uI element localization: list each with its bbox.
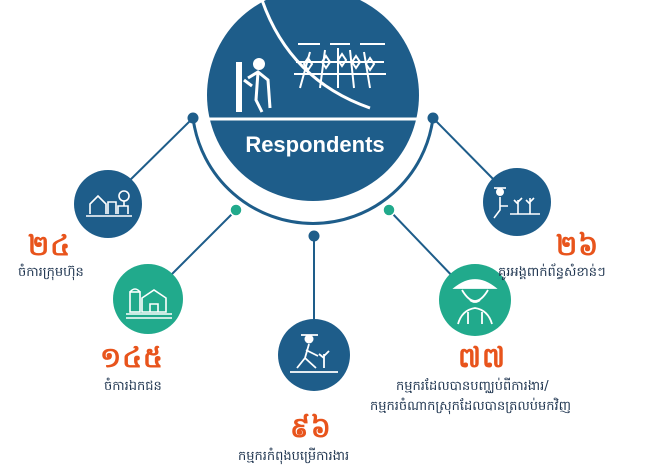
label-companies: ចំការក្រុមហ៊ុន	[18, 265, 84, 280]
greenhouse-worker-icon	[493, 187, 540, 219]
farmer-hat-icon	[452, 279, 498, 325]
label-returnees-line2: កម្មករចំណាកស្រុកដែលបានត្រលប់មកវិញ	[370, 399, 572, 414]
node-private	[113, 264, 183, 334]
connector-lines	[123, 117, 501, 322]
value-partners: ២៦	[556, 229, 600, 262]
label-private: ចំការឯកជន	[104, 379, 162, 394]
farmer-pole-icon	[236, 58, 272, 113]
value-companies: ២៤	[28, 229, 72, 262]
node-workers	[278, 319, 350, 391]
label-workers: កម្មករកំពុងបម្រើការងារ	[238, 449, 350, 464]
node-partners	[483, 168, 551, 236]
value-returnees: ៧៧	[458, 341, 506, 374]
farmer-planting-icon	[290, 334, 338, 373]
value-workers: ៩៦	[290, 411, 332, 444]
junction-dots	[187, 112, 439, 242]
crop-rows-icon	[294, 43, 386, 89]
label-returnees-line1: កម្មករដែលបានបញ្ឈប់ពីការងារ/	[396, 379, 549, 394]
hub-title: Respondents	[245, 132, 385, 157]
hub-circle	[207, 0, 419, 201]
value-private: ១៤៥	[100, 341, 164, 374]
barn-silo-icon	[126, 288, 172, 319]
label-partners: គូរអង្គពាក់ព័ន្ធសំខាន់ៗ	[498, 265, 606, 280]
node-returnees	[439, 264, 511, 336]
hub-ring-arc	[191, 117, 435, 225]
node-companies	[74, 170, 142, 238]
farm-house-icon	[86, 190, 132, 217]
